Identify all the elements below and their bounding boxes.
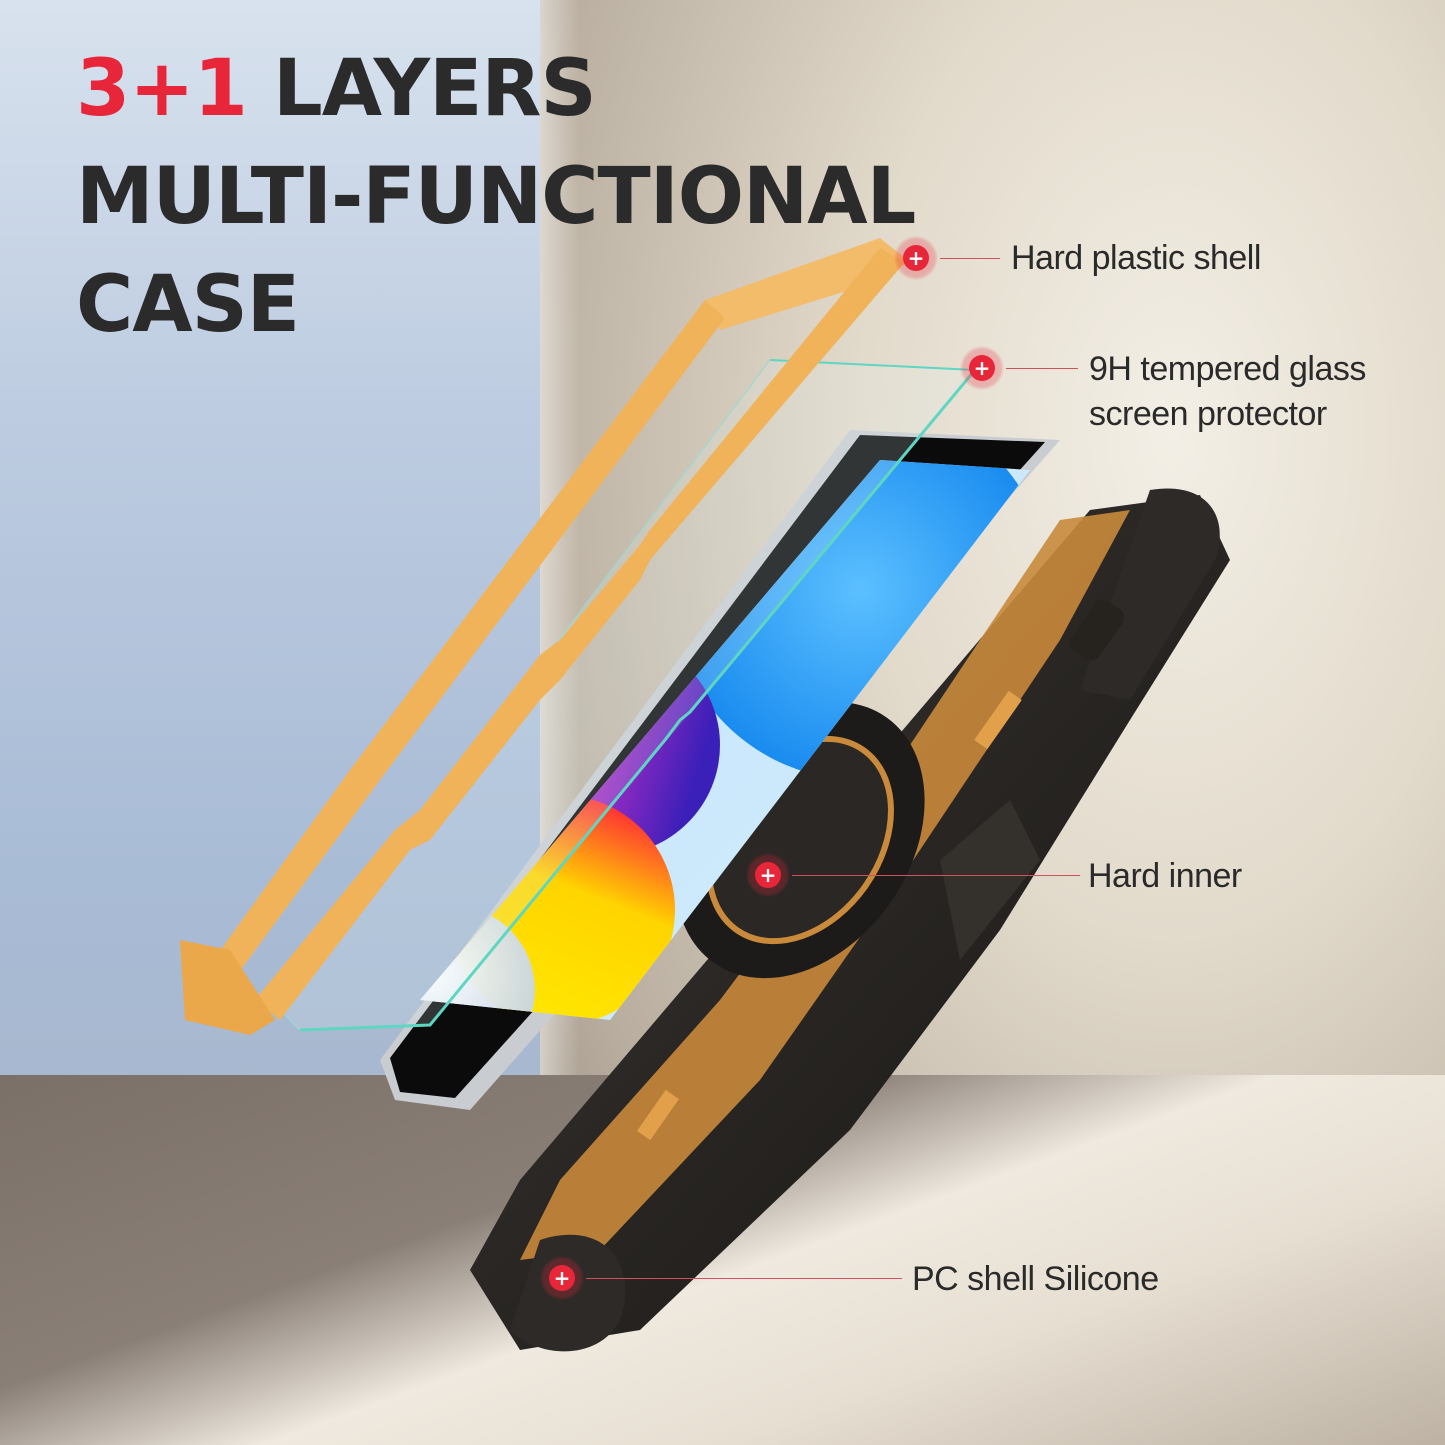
plus-icon: +	[969, 355, 995, 381]
leader-line	[586, 1278, 902, 1279]
callout-label-line-2: screen protector	[1089, 395, 1327, 433]
tempered-glass-layer	[279, 359, 977, 1032]
rugged-case	[470, 488, 1230, 1352]
hotspot-hard-inner[interactable]: +	[746, 853, 790, 897]
callout-label: Hard inner	[1088, 857, 1242, 895]
callout-label: Hard plastic shell	[1011, 239, 1261, 277]
headline-line-2: MULTI-FUNCTIONAL	[76, 152, 916, 242]
callout-label-line-1: 9H tempered glass	[1089, 350, 1366, 388]
hotspot-tempered-glass[interactable]: +	[960, 346, 1004, 390]
hotspot-pc-shell-silicone[interactable]: +	[540, 1256, 584, 1300]
leader-line	[940, 258, 1000, 259]
headline-accent: 3+1	[76, 44, 248, 134]
callout-label: PC shell Silicone	[912, 1260, 1159, 1298]
headline: 3+1 LAYERS MULTI-FUNCTIONAL CASE	[76, 50, 916, 374]
hotspot-hard-plastic-shell[interactable]: +	[894, 236, 938, 280]
headline-line-1: 3+1 LAYERS	[76, 50, 915, 158]
leader-line	[792, 875, 1080, 876]
leader-line	[1006, 368, 1078, 369]
plus-icon: +	[755, 862, 781, 888]
headline-line-3: CASE	[76, 260, 300, 350]
plus-icon: +	[549, 1265, 575, 1291]
hard-plastic-frame	[180, 238, 910, 1035]
headline-layers: LAYERS	[246, 44, 597, 134]
plus-icon: +	[903, 245, 929, 271]
